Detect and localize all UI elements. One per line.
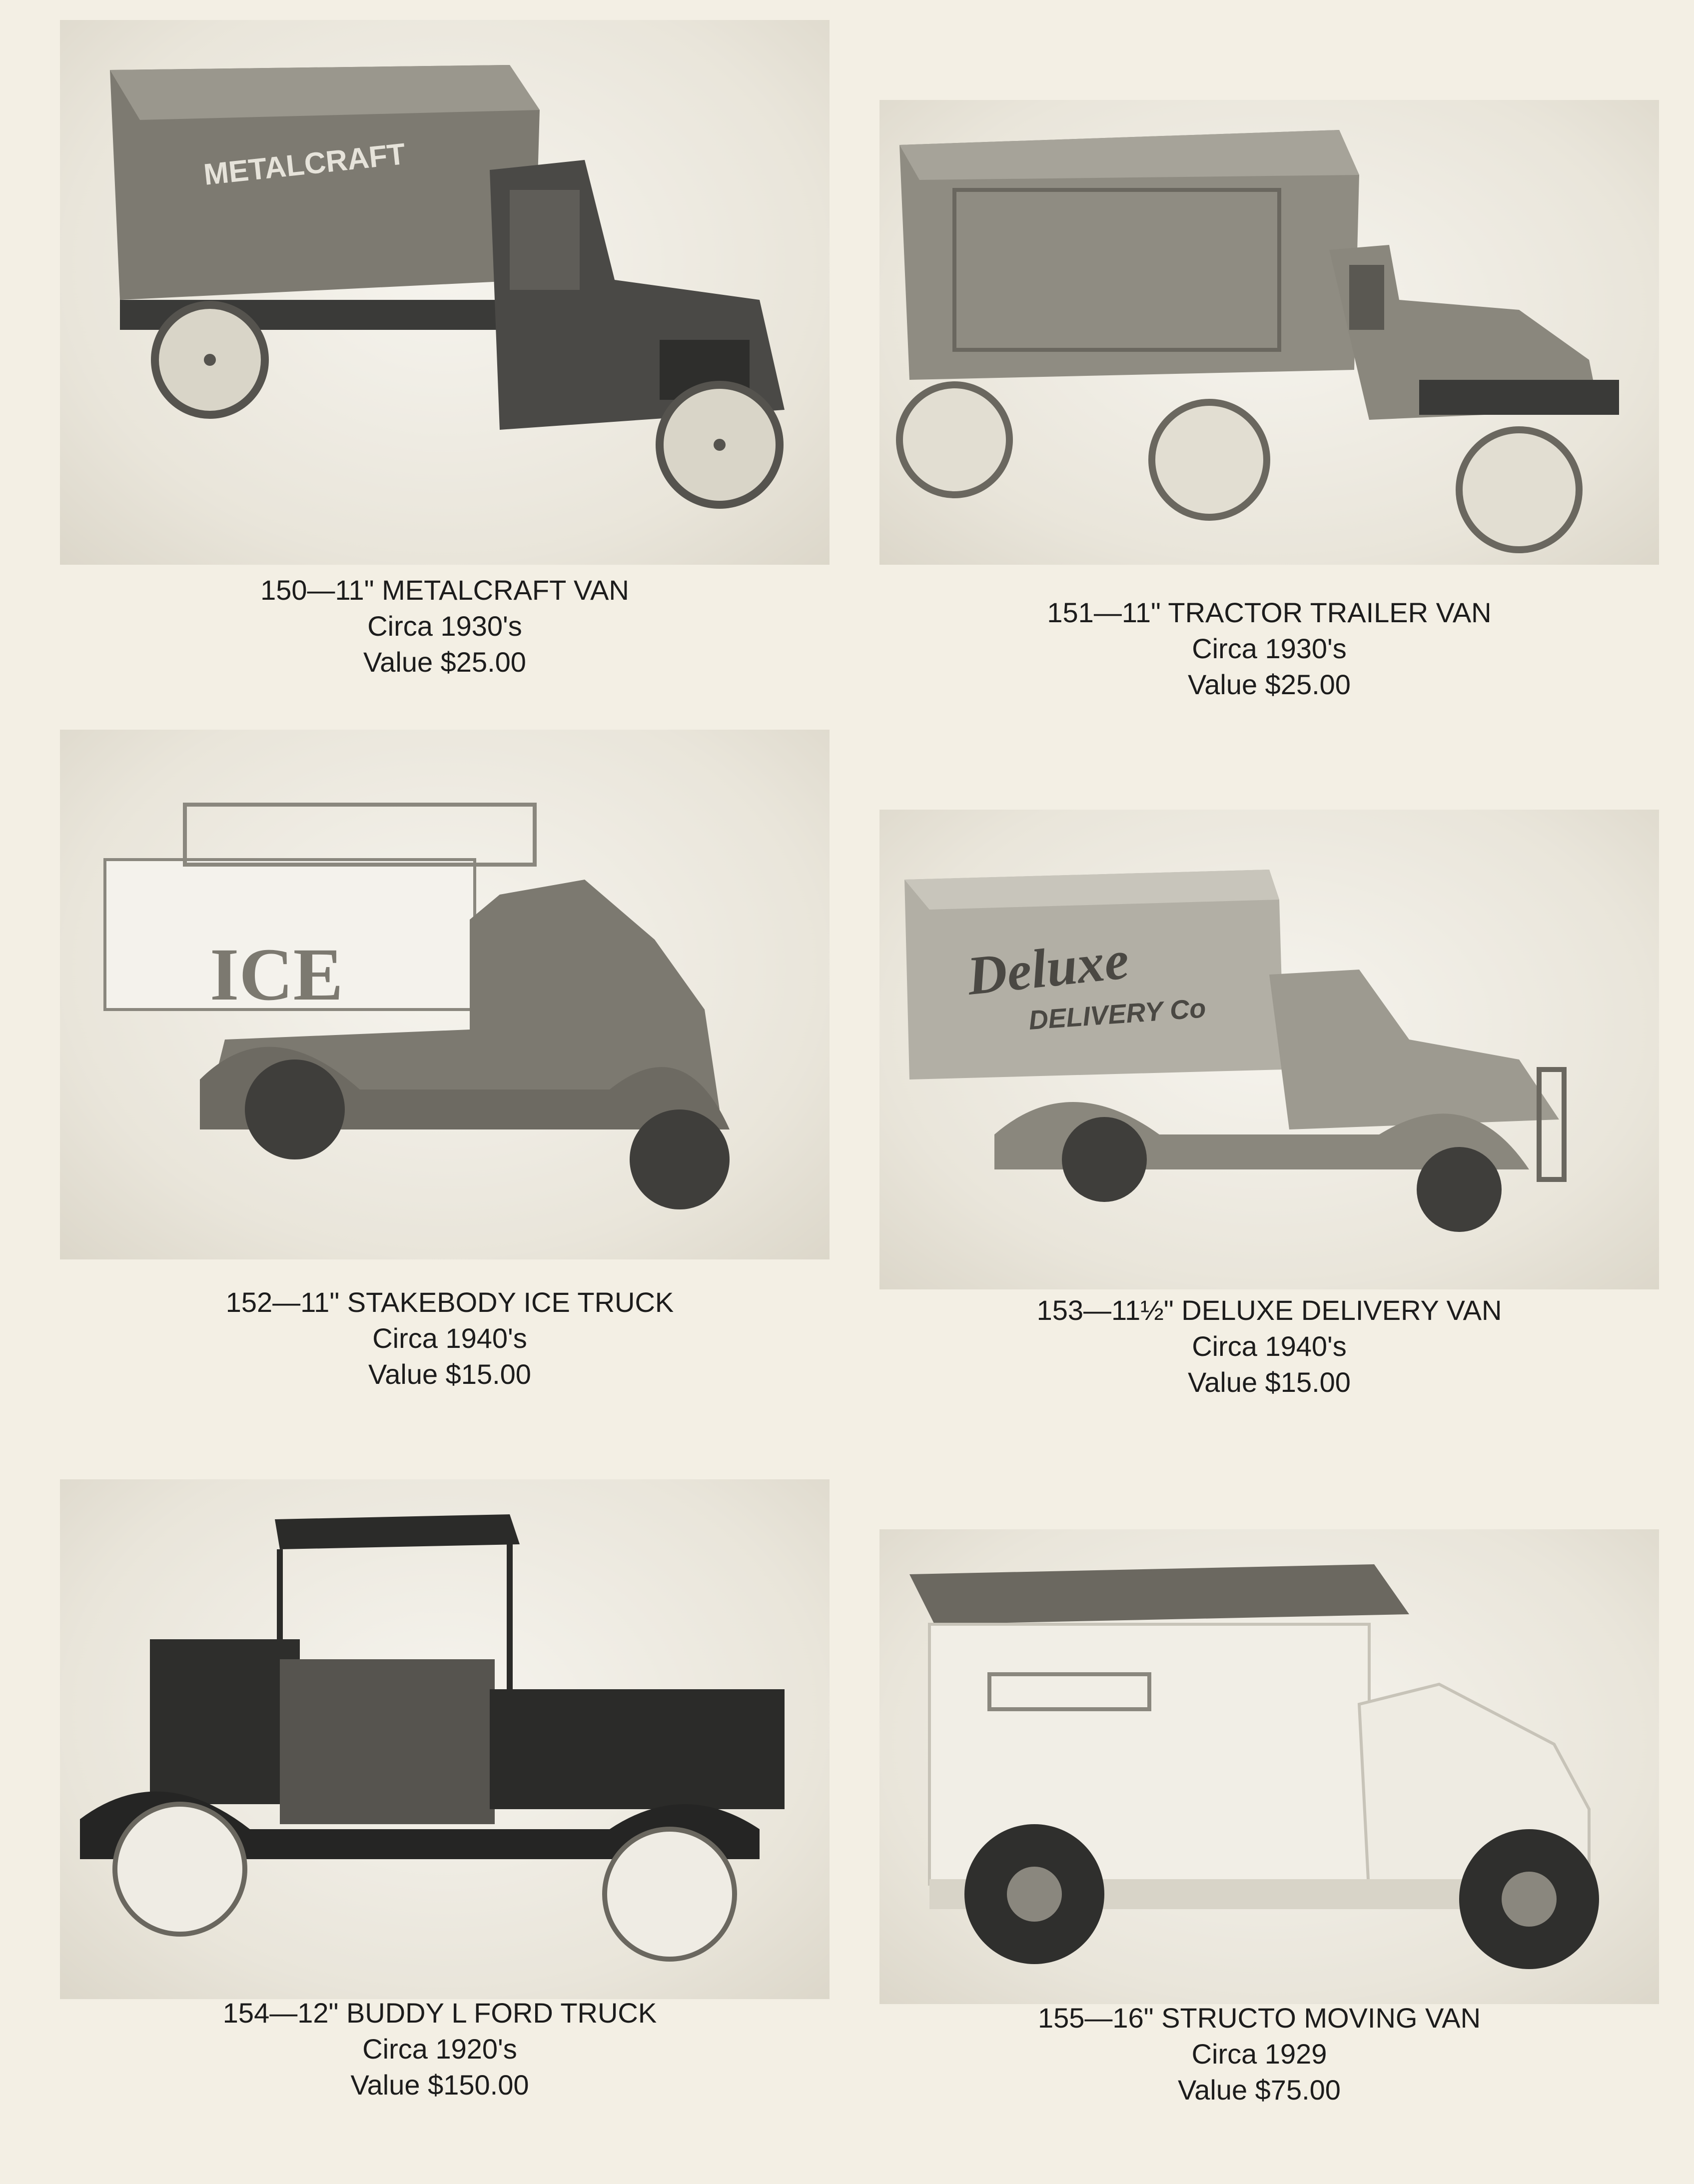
ice-truck-image: ICE	[103, 803, 730, 1209]
metalcraft-van-image: METALCRAFT	[110, 65, 785, 509]
photo-deluxe-delivery-van: Deluxe DELIVERY Co	[879, 810, 1659, 1289]
caption-154-value: Value $150.00	[350, 2069, 529, 2101]
ford-truck-image	[80, 1514, 785, 1962]
deluxe-van-image: Deluxe DELIVERY Co	[904, 870, 1567, 1232]
caption-151-value: Value $25.00	[1188, 669, 1351, 700]
caption-152: 152—11" STAKEBODY ICE TRUCK Circa 1940's…	[140, 1284, 760, 1392]
caption-153-circa: Circa 1940's	[1192, 1330, 1347, 1362]
caption-153: 153—11½" DELUXE DELIVERY VAN Circa 1940'…	[949, 1292, 1589, 1400]
caption-152-title: 152—11" STAKEBODY ICE TRUCK	[225, 1286, 674, 1318]
caption-155-circa: Circa 1929	[1191, 2038, 1327, 2070]
caption-155: 155—16" STRUCTO MOVING VAN Circa 1929 Va…	[949, 2000, 1569, 2108]
caption-151-circa: Circa 1930's	[1192, 633, 1347, 664]
tractor-trailer-image	[896, 130, 1619, 553]
caption-152-circa: Circa 1940's	[372, 1322, 527, 1354]
caption-150: 150—11" METALCRAFT VAN Circa 1930's Valu…	[145, 572, 745, 680]
photo-stakebody-ice-truck: ICE	[60, 730, 830, 1259]
caption-152-value: Value $15.00	[368, 1358, 531, 1390]
photo-structo-moving-van	[879, 1529, 1659, 2004]
photo-buddy-l-ford-truck	[60, 1479, 830, 1999]
caption-154: 154—12" BUDDY L FORD TRUCK Circa 1920's …	[130, 1995, 750, 2103]
caption-155-value: Value $75.00	[1178, 2074, 1341, 2106]
ice-lettering: ICE	[210, 933, 343, 1016]
caption-154-title: 154—12" BUDDY L FORD TRUCK	[222, 1997, 657, 2029]
caption-153-value: Value $15.00	[1188, 1366, 1351, 1398]
caption-151: 151—11" TRACTOR TRAILER VAN Circa 1930's…	[959, 595, 1579, 703]
caption-153-title: 153—11½" DELUXE DELIVERY VAN	[1036, 1294, 1502, 1326]
caption-154-circa: Circa 1920's	[362, 2033, 517, 2065]
caption-150-value: Value $25.00	[363, 646, 526, 678]
structo-van-image	[909, 1564, 1599, 1969]
caption-150-circa: Circa 1930's	[367, 610, 522, 642]
caption-151-title: 151—11" TRACTOR TRAILER VAN	[1047, 597, 1492, 628]
photo-tractor-trailer-van	[879, 100, 1659, 565]
photo-metalcraft-van: METALCRAFT	[60, 20, 830, 565]
caption-155-title: 155—16" STRUCTO MOVING VAN	[1037, 2002, 1481, 2034]
caption-150-title: 150—11" METALCRAFT VAN	[260, 574, 629, 606]
